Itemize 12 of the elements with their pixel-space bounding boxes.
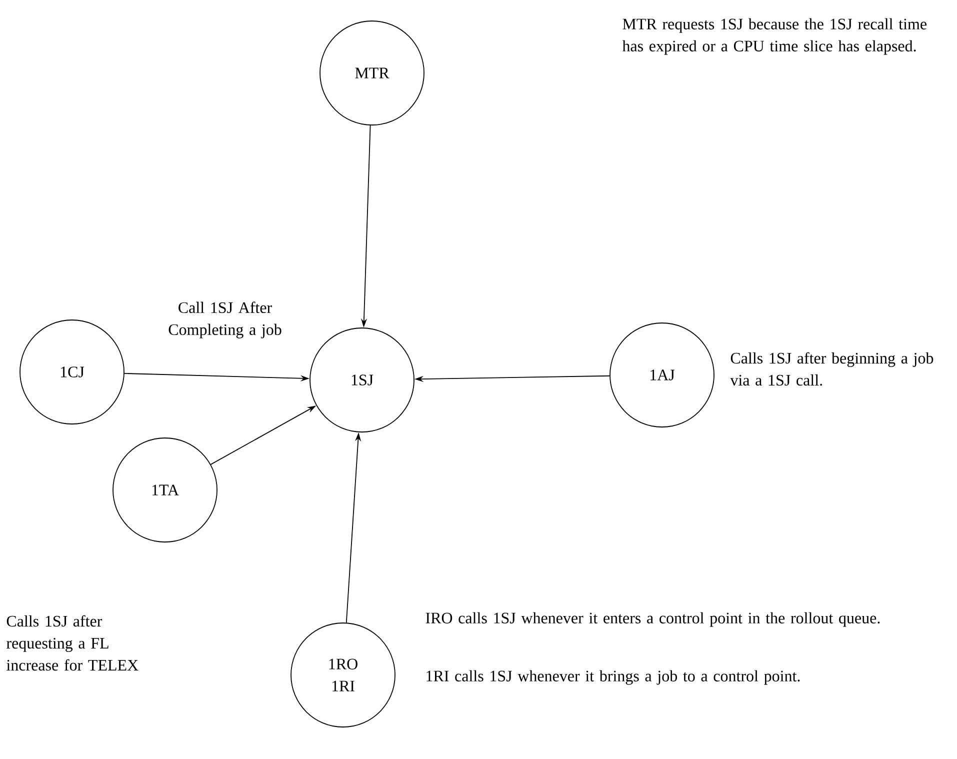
annotation-text: 1RI calls 1SJ whenever it brings a job to a control point. [426, 670, 800, 685]
annotation-text: IRO calls 1SJ whenever it enters a control point in the rollout queue. [426, 612, 880, 627]
circle-node: MTR [320, 20, 424, 126]
annotation-text: MTR requests 1SJ because the 1SJ recall time has expired or a CPU time slice has elapsed. [622, 18, 926, 55]
annotation-text: Calls 1SJ after beginning a job via a 1SJ call. [730, 352, 934, 386]
edge-label: Call 1SJ After Completing a job [166, 300, 284, 340]
circle-node: 1CJ [20, 320, 124, 424]
circle-node: 1AJ [610, 322, 714, 428]
circle-node: 1SJ [310, 328, 414, 432]
circle-node: 1RO 1RI [290, 622, 396, 728]
circle-node: 1TA [112, 438, 218, 542]
annotation-text: Calls 1SJ after requesting a FL increase for TELEX [6, 615, 138, 671]
